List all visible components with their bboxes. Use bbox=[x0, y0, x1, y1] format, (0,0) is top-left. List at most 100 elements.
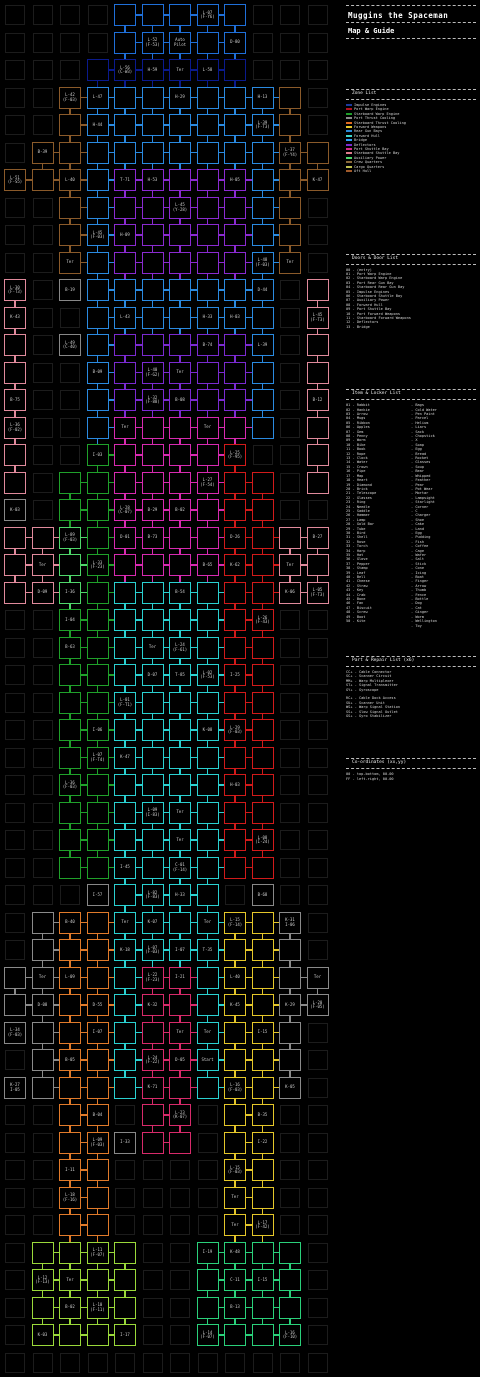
grid-cell bbox=[60, 885, 80, 905]
door-connector bbox=[218, 344, 224, 346]
door-connector bbox=[14, 383, 16, 389]
door-connector bbox=[191, 674, 197, 676]
grid-cell bbox=[307, 1187, 328, 1208]
item-entry: 15 - Crown bbox=[346, 464, 368, 469]
item-entry: - Wellington bbox=[411, 619, 437, 624]
map-room bbox=[196, 361, 219, 384]
grid-cell bbox=[5, 225, 25, 245]
door-connector bbox=[96, 1236, 99, 1242]
zone-color-swatch bbox=[346, 139, 352, 142]
grid-cell bbox=[32, 802, 53, 823]
room-label: L-15 (F-14) bbox=[227, 917, 243, 927]
map-room: Ter bbox=[196, 416, 219, 439]
door-connector bbox=[69, 1098, 71, 1104]
map-room bbox=[114, 581, 136, 604]
door-connector bbox=[261, 1263, 264, 1269]
door-connector bbox=[261, 163, 264, 169]
item-entry: - Lampsight bbox=[411, 495, 435, 500]
door-connector bbox=[108, 976, 114, 979]
room-label: L-26 (F-43) bbox=[255, 614, 270, 624]
room-label: H-33 bbox=[175, 891, 185, 897]
door-connector bbox=[151, 961, 154, 967]
doors-heading: Doors & Door List bbox=[352, 255, 399, 261]
item-entry: 36 - Glove bbox=[346, 557, 368, 562]
map-room bbox=[251, 554, 274, 576]
item-entry: - Charger bbox=[411, 513, 431, 518]
map-room bbox=[251, 471, 274, 494]
zones-heading: Zone List bbox=[352, 91, 377, 96]
grid-cell bbox=[32, 610, 53, 630]
door-connector bbox=[69, 603, 71, 609]
door-connector bbox=[124, 383, 126, 389]
map-room bbox=[196, 279, 219, 301]
map-room bbox=[224, 609, 246, 631]
zone-color-swatch bbox=[346, 143, 352, 146]
door-connector bbox=[151, 218, 154, 224]
map-room bbox=[196, 1076, 219, 1099]
room-label: L-07 (F-03) bbox=[145, 944, 160, 954]
door-connector bbox=[151, 26, 154, 32]
door-connector bbox=[206, 878, 209, 884]
door-connector bbox=[108, 619, 114, 621]
door-connector bbox=[191, 371, 197, 374]
map-room: L-11 (F-07) bbox=[86, 1241, 109, 1264]
item-entry: - C bbox=[411, 508, 418, 513]
door-connector bbox=[218, 261, 224, 264]
room-label: L-11 (F-07) bbox=[90, 1247, 105, 1257]
grid-cell bbox=[32, 1132, 53, 1153]
door-connector bbox=[124, 1291, 126, 1297]
door-connector bbox=[69, 796, 71, 802]
door-connector bbox=[151, 988, 154, 994]
map-room: B-12 bbox=[306, 389, 329, 411]
door-connector bbox=[136, 261, 142, 264]
map-room: L-56 (C-W3) bbox=[114, 59, 136, 81]
door-connector bbox=[81, 151, 87, 154]
door-connector bbox=[163, 784, 169, 786]
zone-color-swatch bbox=[346, 161, 352, 164]
map-room bbox=[59, 829, 81, 851]
door-connector bbox=[273, 151, 279, 154]
grid-cell bbox=[307, 802, 328, 823]
door-connector bbox=[273, 206, 279, 209]
door-connector bbox=[151, 548, 154, 554]
grid-cell bbox=[307, 1352, 328, 1373]
door-connector bbox=[206, 796, 209, 802]
door-connector bbox=[26, 536, 32, 539]
door-connector bbox=[234, 796, 236, 802]
door-connector bbox=[261, 383, 264, 389]
door-connector bbox=[179, 768, 181, 774]
door-connector bbox=[234, 1318, 236, 1324]
room-label: I-11 bbox=[65, 1166, 75, 1172]
map-room: K-71 bbox=[141, 1076, 164, 1099]
grid-cell bbox=[32, 1352, 53, 1373]
room-label: B-75 bbox=[10, 396, 20, 402]
door-connector bbox=[163, 41, 169, 44]
map-room: Ter bbox=[114, 416, 136, 439]
map-room: D-55 bbox=[86, 994, 109, 1016]
map-room bbox=[141, 581, 164, 604]
door-connector bbox=[96, 1318, 99, 1324]
door-connector bbox=[246, 839, 252, 841]
map-room bbox=[169, 4, 191, 26]
divider bbox=[346, 22, 476, 23]
map-room bbox=[86, 691, 109, 714]
door-connector bbox=[191, 921, 197, 924]
door-entry: 07 - Auxiliary Power bbox=[346, 298, 390, 303]
grid-cell bbox=[115, 1352, 135, 1373]
door-entry: 06 - Starboard Shuttle Bay bbox=[346, 293, 403, 298]
door-connector bbox=[41, 163, 44, 169]
door-connector bbox=[151, 136, 154, 142]
door-connector bbox=[206, 328, 209, 334]
map-room bbox=[4, 471, 26, 494]
door-connector bbox=[108, 1059, 114, 1061]
door-connector bbox=[136, 316, 142, 319]
grid-cell bbox=[60, 32, 80, 53]
door-connector bbox=[289, 1291, 291, 1297]
map-room: Ter bbox=[59, 1269, 81, 1291]
door-connector bbox=[191, 976, 197, 979]
item-entry: 12 - Rope bbox=[346, 451, 366, 456]
grid-cell bbox=[280, 307, 300, 328]
door-connector bbox=[69, 631, 71, 637]
door-connector bbox=[206, 53, 209, 59]
map-room bbox=[279, 1021, 301, 1044]
